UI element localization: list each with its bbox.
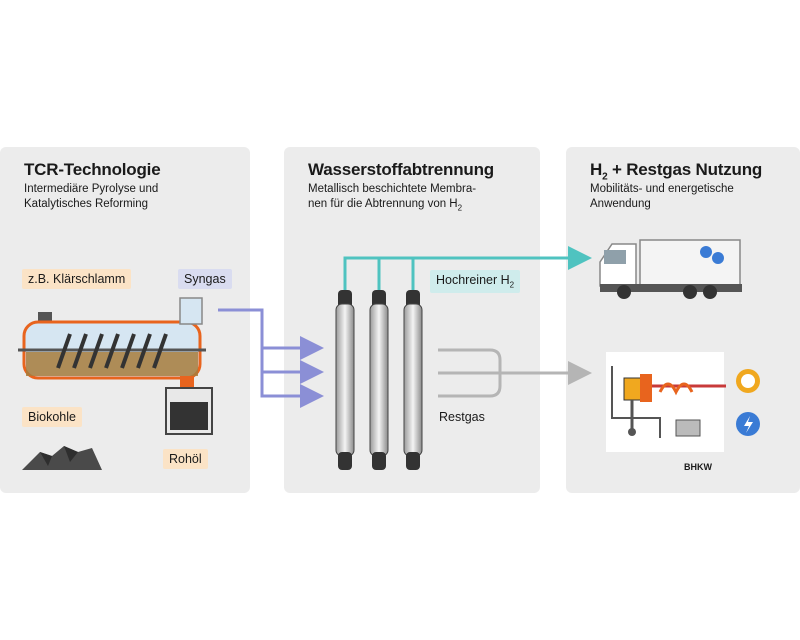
electricity-icon (736, 412, 760, 436)
restgas-lines (438, 348, 592, 398)
usage-subtitle-line1: Mobilitäts- und energetische (590, 183, 734, 195)
heat-flame-icon (736, 369, 760, 393)
h2-line (343, 246, 592, 290)
feed-label: z.B. Klärschlamm (22, 269, 132, 289)
truck-icon (599, 239, 742, 299)
restgas-label: Restgas (439, 410, 485, 424)
syngas-arrows (218, 308, 324, 408)
membrane-tube-icon (403, 290, 423, 470)
oil-label: Rohöl (163, 449, 208, 469)
syngas-label: Syngas (178, 269, 232, 289)
pure-h2-label: Hochreiner H2 (430, 270, 521, 293)
biochar-label: Biokohle (22, 407, 82, 427)
membrane-tube-icon (335, 290, 355, 470)
separation-title: Wasserstoffabtrennung (308, 160, 494, 179)
separation-subtitle-line2: nen für die Abtrennung von H2 (308, 198, 463, 213)
tcr-subtitle-line2: Katalytisches Reforming (24, 198, 148, 210)
tcr-title: TCR-Technologie (24, 160, 161, 179)
usage-subtitle-line2: Anwendung (590, 198, 651, 210)
membrane-tube-icon (369, 290, 389, 470)
usage-title: H2 + Restgas Nutzung (590, 160, 763, 183)
bhkw-label: BHKW (684, 462, 712, 472)
separation-subtitle-line1: Metallisch beschichtete Membra- (308, 183, 477, 195)
biochar-pile-icon (22, 446, 102, 470)
tcr-subtitle-line1: Intermediäre Pyrolyse und (24, 183, 159, 195)
membrane-tubes (335, 290, 423, 470)
reactor-icon (18, 297, 206, 390)
oil-container-icon (165, 387, 213, 435)
bhkw-engine-icon (606, 352, 726, 452)
